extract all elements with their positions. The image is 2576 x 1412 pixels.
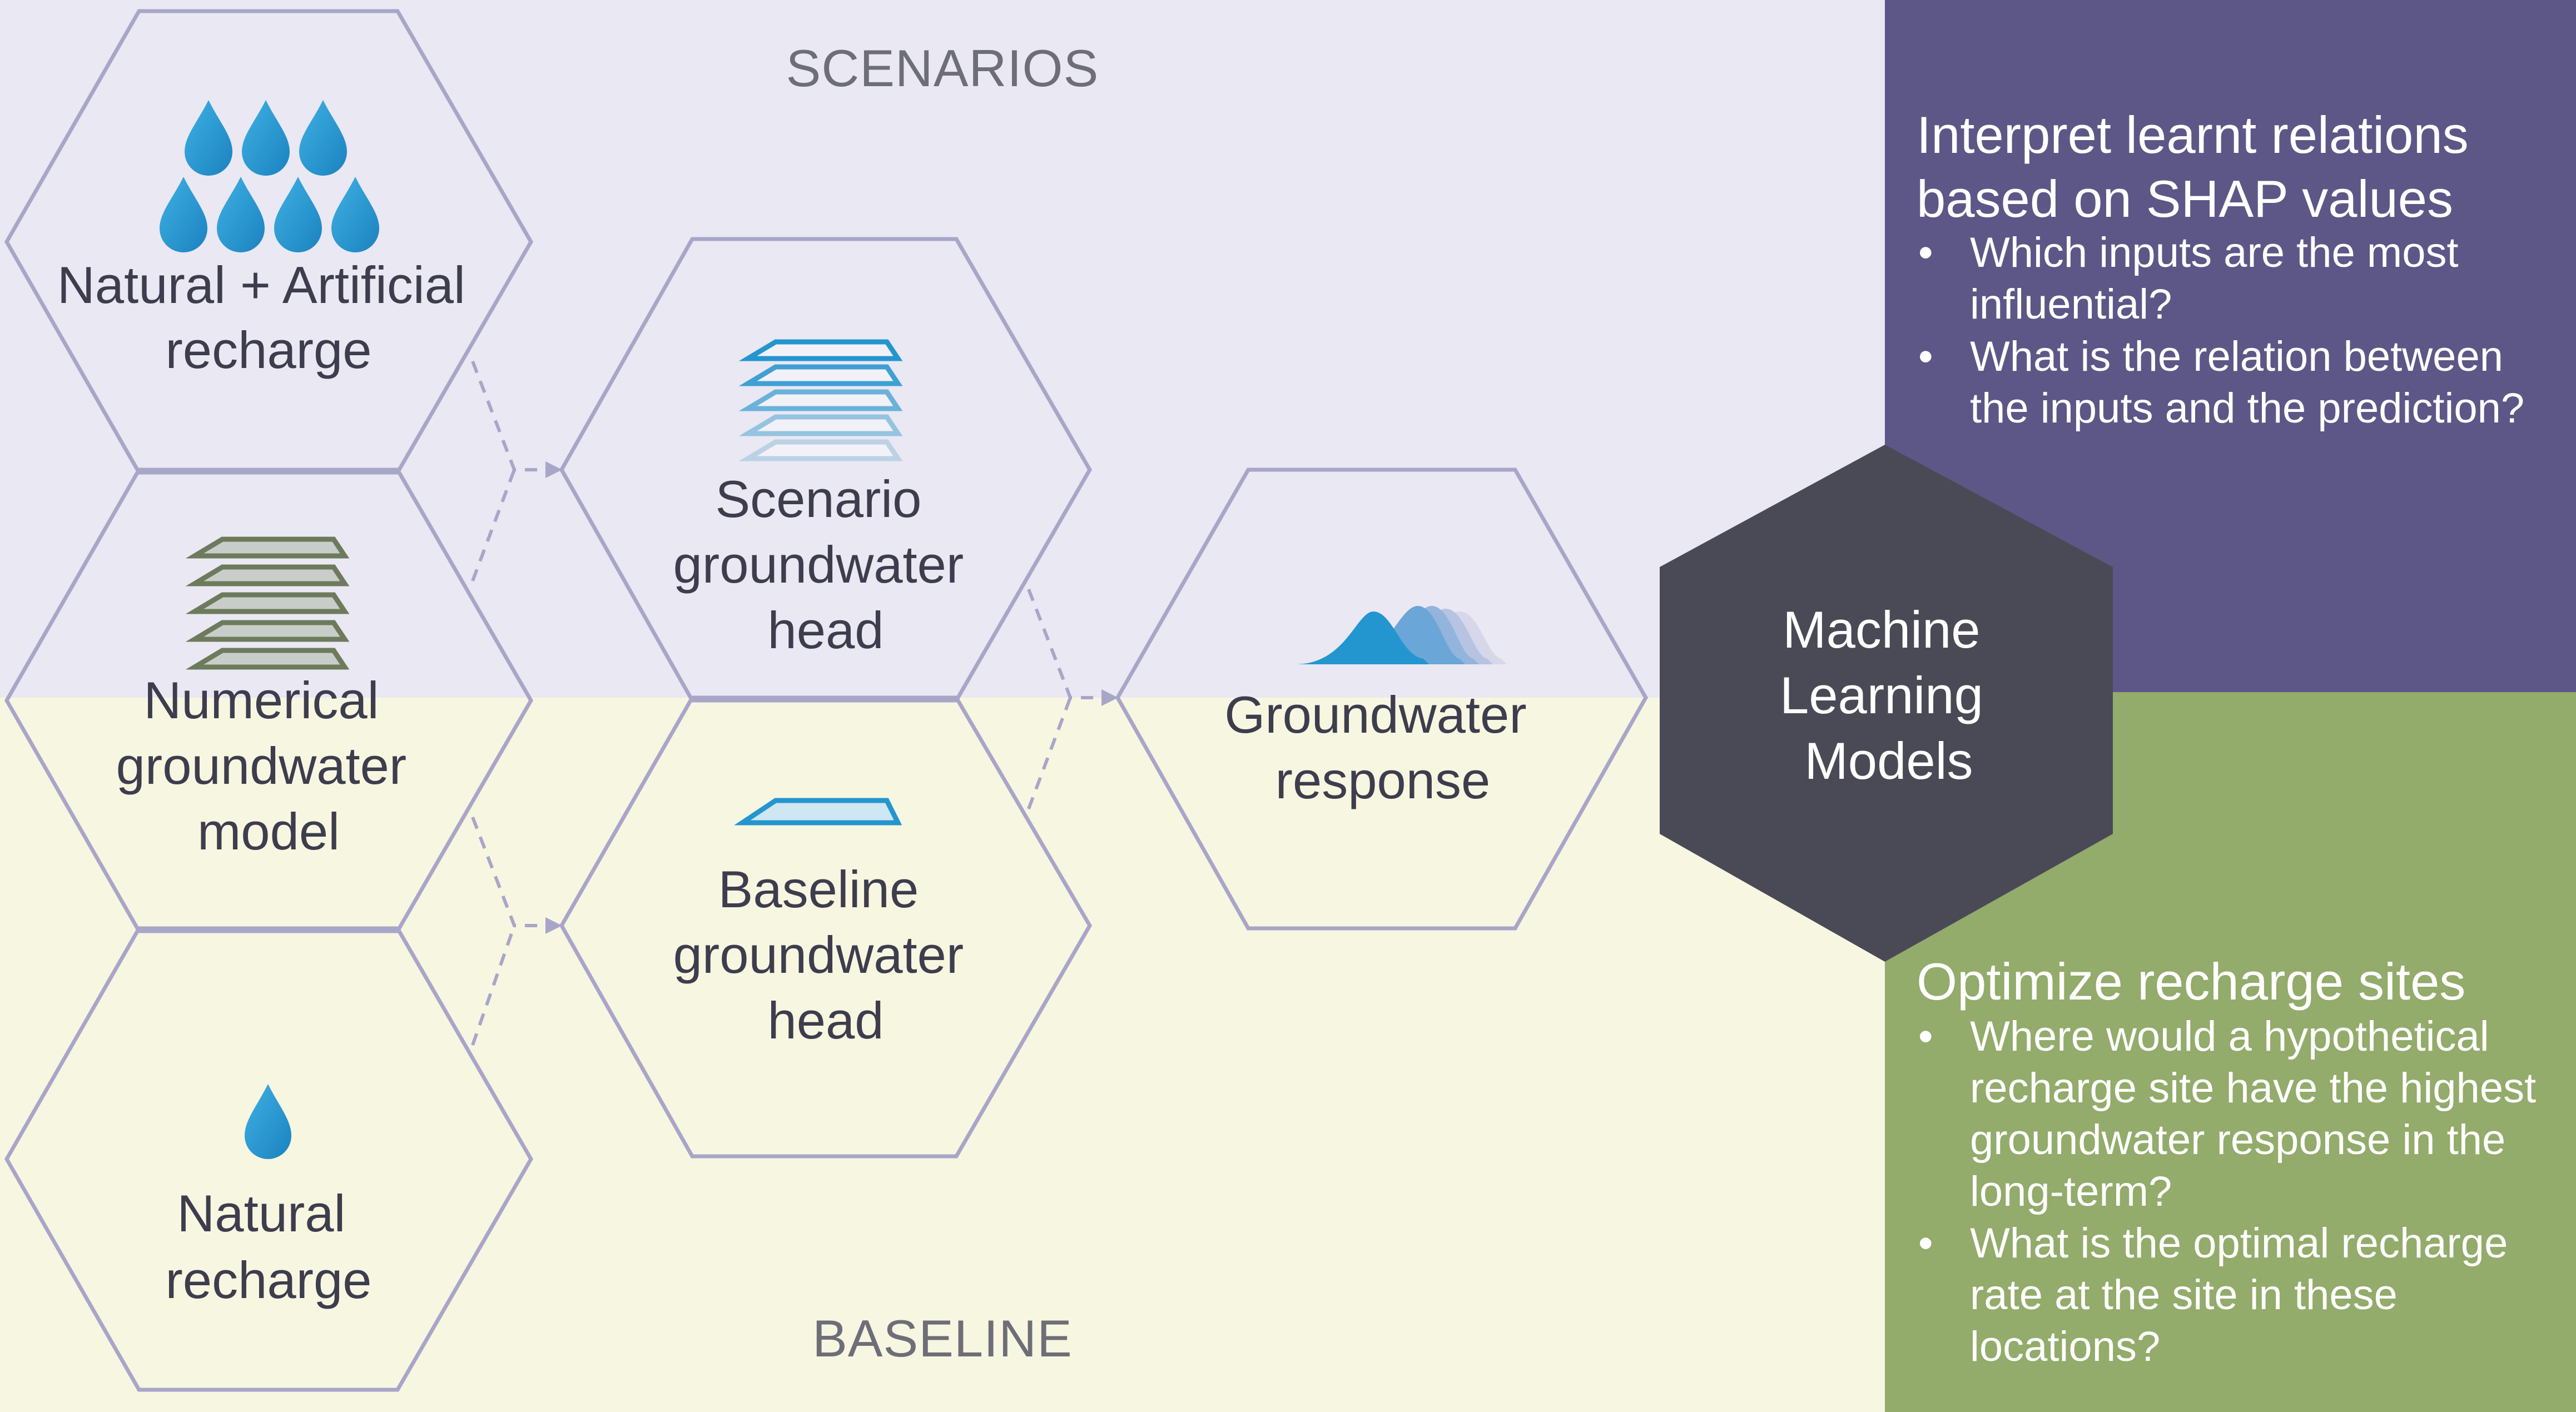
groundwater-response-label: Groundwater response	[1224, 685, 1541, 809]
connector-scenario-to-response	[1027, 588, 1118, 706]
optimize-bullet-1: • Where would a hypothetical recharge si…	[1918, 1013, 2548, 1215]
baseline-head-layer-icon	[734, 798, 902, 826]
natural-recharge-hexagon	[4, 926, 534, 1392]
scenario-head-layers-icon	[738, 339, 903, 461]
svg-text:What is the relation between: What is the relation between the inputs …	[1970, 333, 2524, 432]
svg-text:Which inputs are the most: Which inputs are the most influential?	[1970, 229, 2470, 328]
model-layers-icon	[185, 536, 350, 670]
scenarios-label: SCENARIOS	[786, 39, 1099, 97]
numerical-model-label: Numerical groundwater model	[116, 671, 421, 861]
connector-recharge-to-scenario	[471, 360, 562, 478]
svg-text:•: •	[1918, 1220, 1933, 1267]
baseline-head-hexagon	[559, 695, 1093, 1159]
interpret-panel-title: Interpret learnt relations based on SHAP…	[1917, 106, 2483, 228]
scenario-head-label: Scenario groundwater head	[673, 470, 979, 659]
ml-models-hexagon	[1660, 445, 2113, 962]
baseline-band	[0, 698, 1885, 1412]
svg-text:What is the optimal recharge: What is the optimal recharge rate at the…	[1970, 1220, 2519, 1370]
interpret-bullet-1: • Which inputs are the most influential?	[1918, 229, 2470, 328]
interpret-bullet-2: • What is the relation between the input…	[1918, 333, 2524, 432]
optimize-bullet-2: • What is the optimal recharge rate at t…	[1918, 1220, 2519, 1370]
natural-artificial-recharge-label: Natural + Artificial recharge	[57, 256, 480, 379]
water-drops-icon	[160, 100, 379, 252]
svg-text:•: •	[1918, 229, 1933, 276]
water-drop-icon	[245, 1084, 291, 1159]
svg-text:•: •	[1918, 1013, 1933, 1060]
natural-recharge-label: Natural recharge	[166, 1184, 372, 1309]
groundwater-response-hexagon	[1115, 468, 1649, 931]
baseline-label: BASELINE	[812, 1309, 1073, 1368]
optimize-panel-title: Optimize recharge sites	[1917, 952, 2465, 1011]
baseline-head-label: Baseline groundwater head	[673, 860, 979, 1050]
svg-text:•: •	[1918, 333, 1933, 380]
response-curves-icon	[1296, 606, 1507, 664]
ml-models-label: Machine Learning Models	[1780, 600, 1998, 790]
svg-text:Where would a hypothetical: Where would a hypothetical recharge site…	[1970, 1013, 2548, 1215]
connector-model-to-baseline	[471, 816, 562, 934]
